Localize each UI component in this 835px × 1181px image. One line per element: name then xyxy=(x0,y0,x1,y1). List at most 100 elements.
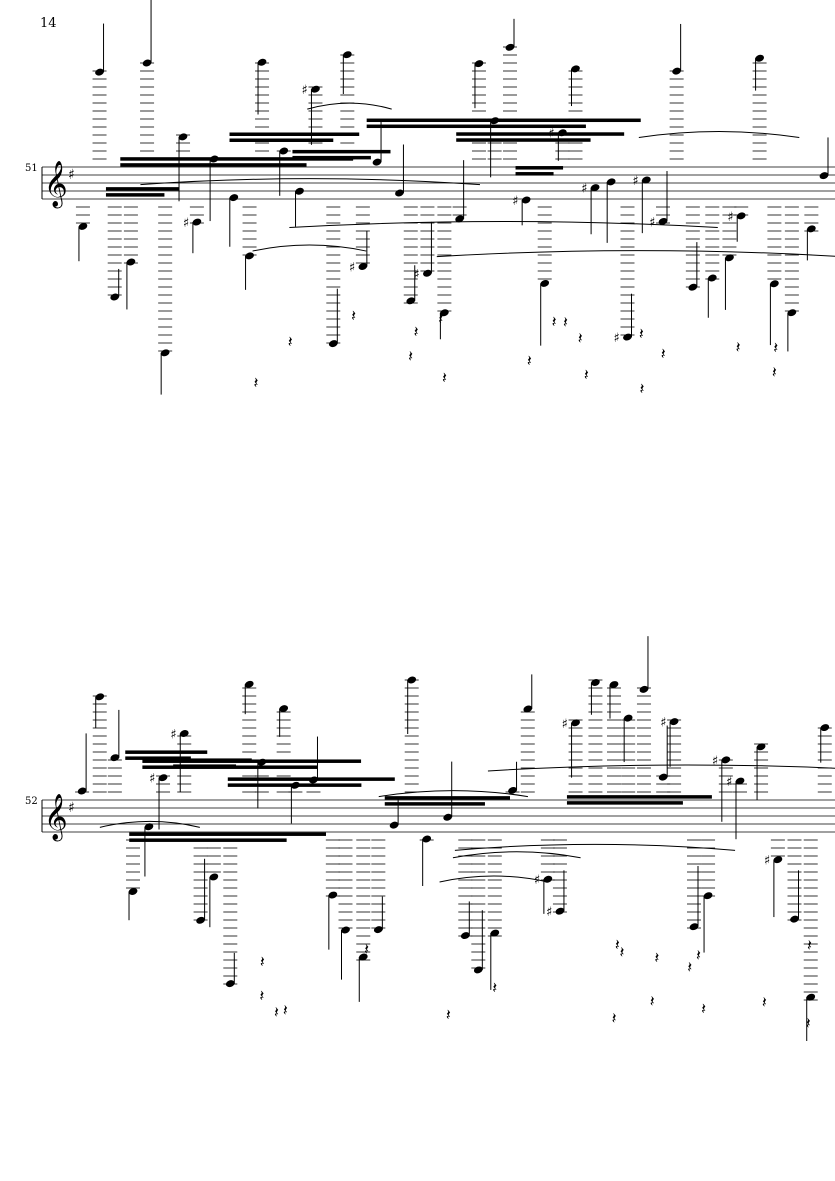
quarter-rest-icon: 𝄽 xyxy=(806,1014,811,1033)
notehead xyxy=(806,993,816,1001)
notehead xyxy=(179,730,189,737)
notehead xyxy=(244,680,254,688)
note: ♯ xyxy=(349,206,370,275)
note xyxy=(636,636,651,793)
quarter-rest-icon: 𝄽 xyxy=(414,322,419,341)
note xyxy=(276,147,291,196)
notehead xyxy=(819,172,829,180)
beam xyxy=(456,132,625,136)
notehead xyxy=(372,158,382,166)
quarter-rest-icon: 𝄽 xyxy=(650,991,655,1010)
note xyxy=(126,839,141,921)
system-2: 𝄞♯♯♯♯♯♯♯♯♯♯𝄽𝄽𝄽𝄽𝄽𝄽𝄽𝄽𝄽𝄽𝄽𝄽𝄽𝄽𝄽𝄽𝄽𝄽 xyxy=(41,636,835,1041)
beam xyxy=(384,802,485,806)
note xyxy=(767,206,782,346)
note xyxy=(255,58,270,160)
notehead xyxy=(571,719,580,727)
notehead xyxy=(311,85,320,93)
note xyxy=(107,206,122,301)
note: ♯ xyxy=(546,839,567,920)
quarter-rest-icon: 𝄽 xyxy=(492,978,497,997)
quarter-rest-icon: 𝄽 xyxy=(259,986,264,1005)
note xyxy=(686,839,701,931)
beam xyxy=(515,166,564,170)
note xyxy=(443,761,453,821)
notehead xyxy=(707,274,717,282)
beam xyxy=(120,163,307,167)
notehead xyxy=(736,212,746,220)
sharp-icon: ♯ xyxy=(726,775,732,790)
sharp-icon: ♯ xyxy=(512,194,518,209)
beam xyxy=(566,795,712,799)
beam xyxy=(129,832,326,836)
sharp-icon: ♯ xyxy=(649,215,655,230)
note: ♯ xyxy=(534,839,555,914)
quarter-rest-icon: 𝄽 xyxy=(578,329,583,348)
notehead xyxy=(328,340,338,348)
note xyxy=(685,206,700,291)
notehead xyxy=(590,184,600,192)
quarter-rest-icon: 𝄽 xyxy=(687,957,692,976)
notehead xyxy=(820,724,830,732)
system-1: 𝄞♯♯♯♯♯♯♯♯♯♯♯♯𝄽𝄽𝄽𝄽𝄽𝄽𝄽𝄽𝄽𝄽𝄽𝄽𝄽𝄽𝄽𝄽𝄽𝄽 xyxy=(41,0,835,398)
quarter-rest-icon: 𝄽 xyxy=(584,365,589,384)
note xyxy=(276,705,291,793)
notehead xyxy=(606,178,616,186)
notehead xyxy=(423,269,432,277)
note xyxy=(656,725,671,793)
quarter-rest-icon: 𝄽 xyxy=(762,993,767,1012)
slur xyxy=(99,820,200,828)
notehead xyxy=(110,754,120,762)
notehead xyxy=(658,773,668,781)
notehead xyxy=(770,280,779,288)
quarter-rest-icon: 𝄽 xyxy=(615,935,620,954)
beam xyxy=(129,838,287,842)
notehead xyxy=(735,777,745,785)
note xyxy=(254,758,269,809)
quarter-rest-icon: 𝄽 xyxy=(661,344,666,363)
notehead xyxy=(521,196,531,204)
sharp-icon: ♯ xyxy=(660,716,666,731)
slur xyxy=(487,764,835,772)
quarter-rest-icon: 𝄽 xyxy=(772,362,777,381)
note: ♯ xyxy=(764,839,785,918)
note xyxy=(404,676,419,793)
beam xyxy=(366,124,586,129)
note xyxy=(389,797,399,829)
note xyxy=(75,206,90,262)
note xyxy=(395,144,404,197)
note xyxy=(206,839,221,928)
page-number: 14 xyxy=(40,16,57,31)
note xyxy=(325,839,340,950)
sharp-icon: ♯ xyxy=(301,83,307,98)
beam xyxy=(229,132,360,136)
quarter-rest-icon: 𝄽 xyxy=(253,373,258,392)
slur xyxy=(439,875,549,883)
note xyxy=(92,23,107,160)
sharp-icon: ♯ xyxy=(632,174,638,189)
note xyxy=(229,194,239,247)
note xyxy=(471,839,486,974)
note xyxy=(223,839,238,988)
sharp-icon: ♯ xyxy=(170,727,176,742)
slur xyxy=(454,843,736,851)
notehead xyxy=(245,252,254,260)
notehead xyxy=(209,873,219,881)
quarter-rest-icon: 𝄽 xyxy=(639,324,644,343)
note: ♯ xyxy=(726,775,748,840)
quarter-rest-icon: 𝄽 xyxy=(612,1009,617,1028)
note xyxy=(123,206,138,310)
note xyxy=(158,206,173,395)
quarter-rest-icon: 𝄽 xyxy=(736,337,741,356)
quarter-rest-icon: 𝄽 xyxy=(260,952,265,971)
note: ♯ xyxy=(581,182,600,235)
note xyxy=(784,206,799,352)
note: ♯ xyxy=(149,772,171,830)
beam xyxy=(142,759,362,763)
note xyxy=(403,206,418,305)
note xyxy=(193,839,208,924)
note xyxy=(144,823,154,877)
notehead xyxy=(490,929,500,937)
note xyxy=(452,160,467,223)
notehead xyxy=(689,923,699,931)
